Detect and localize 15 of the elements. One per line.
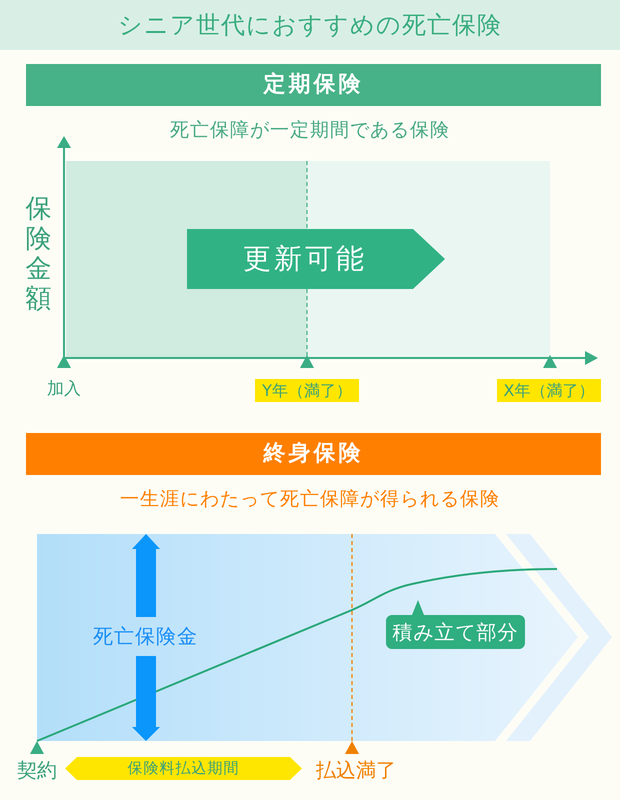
axis-label: 保険金額 — [25, 194, 52, 314]
section-header: 終身保険 — [26, 433, 601, 475]
period-arrow: 保険料払込期間 — [65, 757, 302, 780]
callout-bubble: 積み立て部分 — [386, 598, 525, 649]
tick-label: 払込満了 — [316, 760, 396, 780]
section-header: 定期保険 — [26, 64, 601, 106]
highlight-tag: Y年（満了） — [255, 379, 359, 402]
measure-label: 死亡保険金 — [93, 626, 198, 646]
arrow-banner: 更新可能 — [187, 229, 445, 289]
section-subtitle: 死亡保障が一定期間である保険 — [169, 121, 451, 140]
tick-label: 加入 — [47, 381, 81, 398]
title-banner: シニア世代におすすめの死亡保険 — [0, 0, 620, 50]
section-subtitle: 一生涯にわたって死亡保障が得られる保険 — [119, 490, 501, 509]
highlight-tag: X年（満了） — [497, 379, 601, 402]
tick-label: 契約 — [17, 760, 57, 780]
